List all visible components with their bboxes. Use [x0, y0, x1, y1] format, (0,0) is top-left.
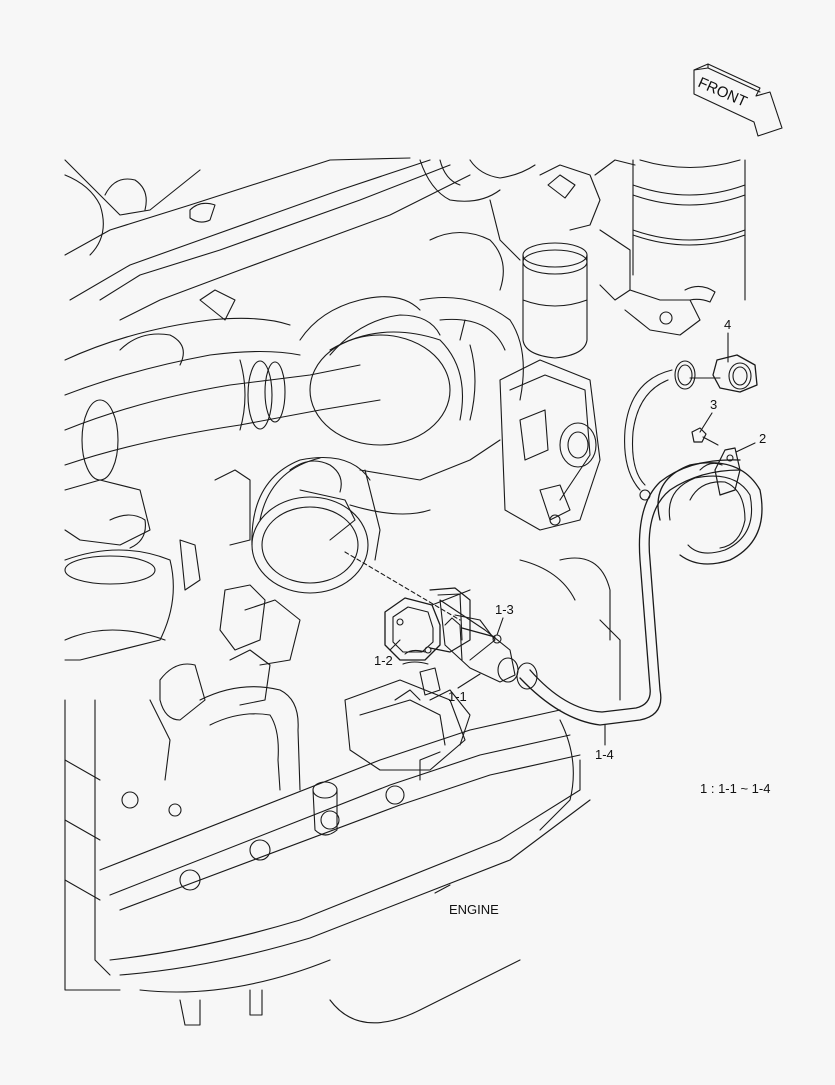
callout-1-3: 1-3: [495, 602, 514, 617]
callout-1-4: 1-4: [595, 747, 614, 762]
callout-1-1: 1-1: [448, 689, 467, 704]
callout-4: 4: [724, 317, 732, 332]
leader-2: [736, 443, 755, 452]
leader-1-2: [390, 640, 400, 650]
front-arrow-icon: [694, 64, 782, 136]
leader-3: [700, 413, 712, 432]
callout-2: 2: [759, 431, 767, 446]
assembly-note: 1 : 1-1 ~ 1-4: [700, 781, 771, 796]
engine-label: ENGINE: [449, 902, 499, 917]
callout-1-2: 1-2: [374, 653, 393, 668]
leader-1-1: [458, 674, 480, 688]
leader-1-3: [497, 618, 503, 635]
callout-3: 3: [710, 397, 718, 412]
